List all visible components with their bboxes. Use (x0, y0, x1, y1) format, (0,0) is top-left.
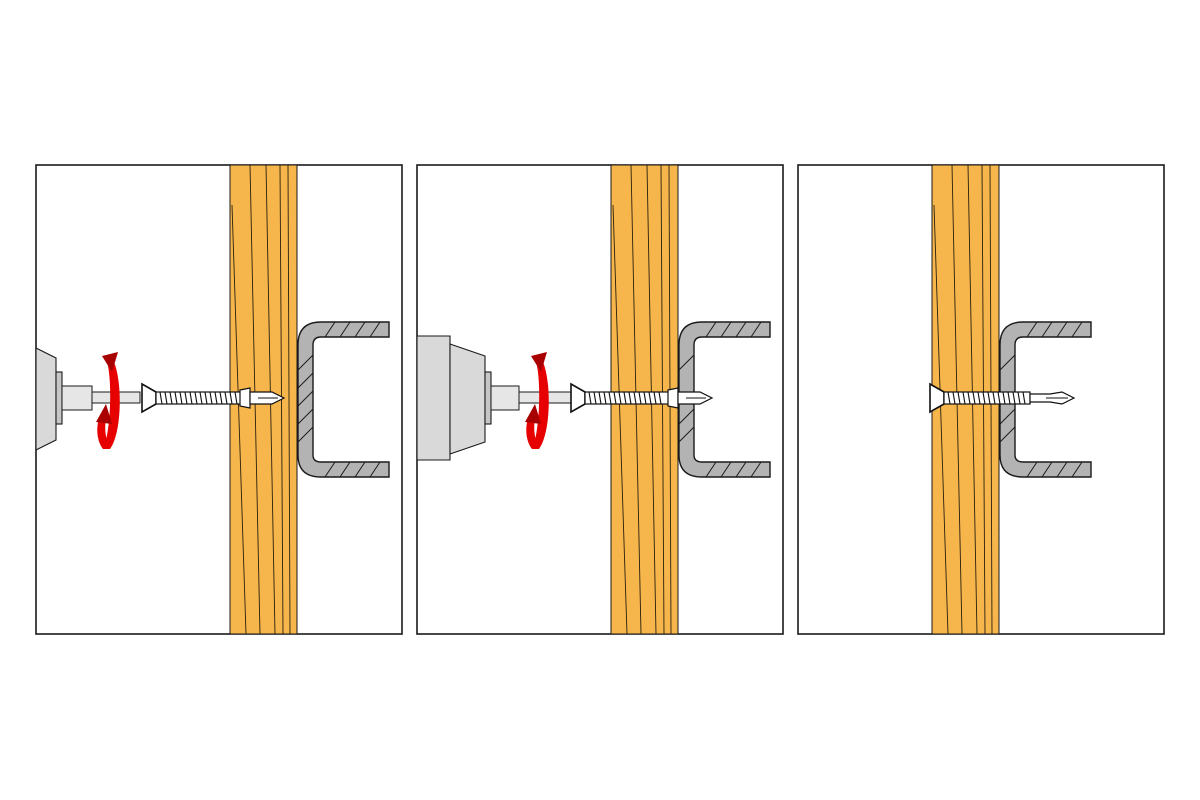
step-2-panel (416, 164, 784, 635)
step-1-panel (35, 164, 403, 635)
rotation-arrow-icon (525, 352, 549, 449)
steel-channel-icon (297, 321, 390, 478)
rotation-arrow-icon (96, 352, 120, 449)
steel-channel-icon (999, 321, 1092, 478)
drill-icon (417, 335, 572, 461)
steel-channel-icon (678, 321, 771, 478)
step-3-panel (797, 164, 1165, 635)
wing-tip-screw-icon (570, 382, 714, 414)
wing-tip-screw-icon (141, 382, 286, 414)
wing-tip-screw-icon (929, 382, 1076, 414)
